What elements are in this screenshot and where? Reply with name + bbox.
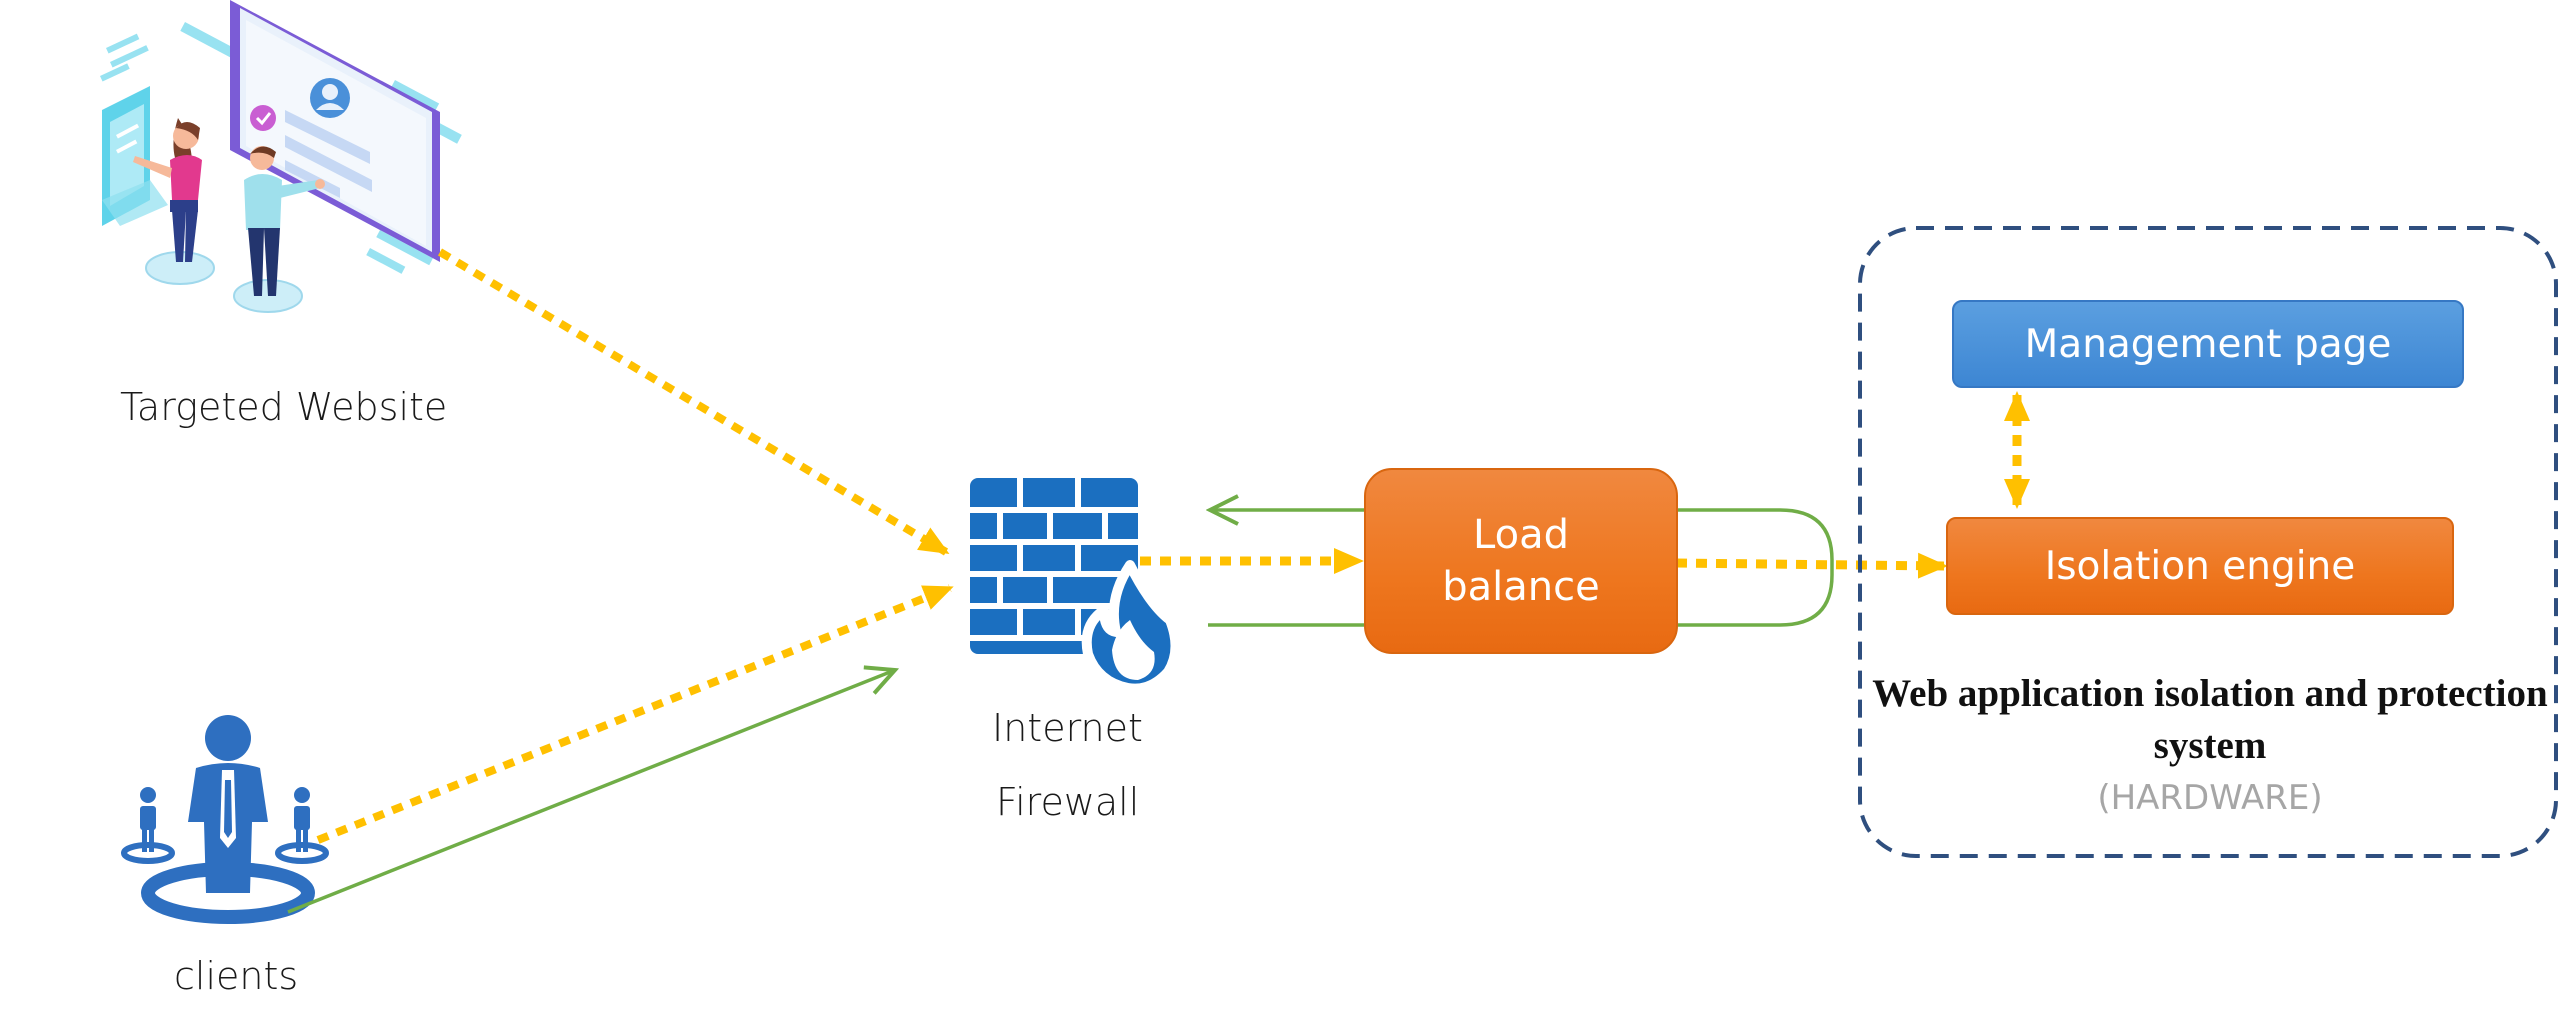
firewall-icon bbox=[970, 478, 1181, 694]
clients-label: clients bbox=[174, 954, 299, 998]
arrow-return-loop bbox=[1208, 510, 1834, 627]
load-balance-label-line1: Load bbox=[1473, 512, 1569, 558]
system-title: Web application isolation and protection… bbox=[1872, 672, 2548, 767]
arrow-clients-to-firewall bbox=[287, 670, 895, 914]
arrow-website-to-firewall bbox=[437, 248, 950, 556]
firewall-label-line1: Internet bbox=[992, 706, 1143, 750]
targeted-website-label: Targeted Website bbox=[120, 385, 448, 429]
system-subtitle: (HARDWARE) bbox=[2097, 778, 2323, 818]
load-balance-box: Load balance bbox=[1364, 468, 1678, 654]
isolation-engine-box: Isolation engine bbox=[1946, 517, 2454, 615]
arrow-clients-dash-to-firewall bbox=[316, 584, 954, 844]
firewall-label-line2: Firewall bbox=[996, 780, 1140, 824]
management-page-box: Management page bbox=[1952, 300, 2464, 388]
load-balance-label-line2: balance bbox=[1442, 564, 1600, 610]
arrow-loadbalance-to-engine bbox=[1675, 552, 1948, 579]
system-container bbox=[1858, 226, 2558, 858]
clients-icon bbox=[121, 715, 329, 924]
isolation-engine-label: Isolation engine bbox=[2044, 543, 2356, 589]
management-page-label: Management page bbox=[2024, 321, 2392, 367]
website-illustration-icon bbox=[100, 0, 462, 313]
